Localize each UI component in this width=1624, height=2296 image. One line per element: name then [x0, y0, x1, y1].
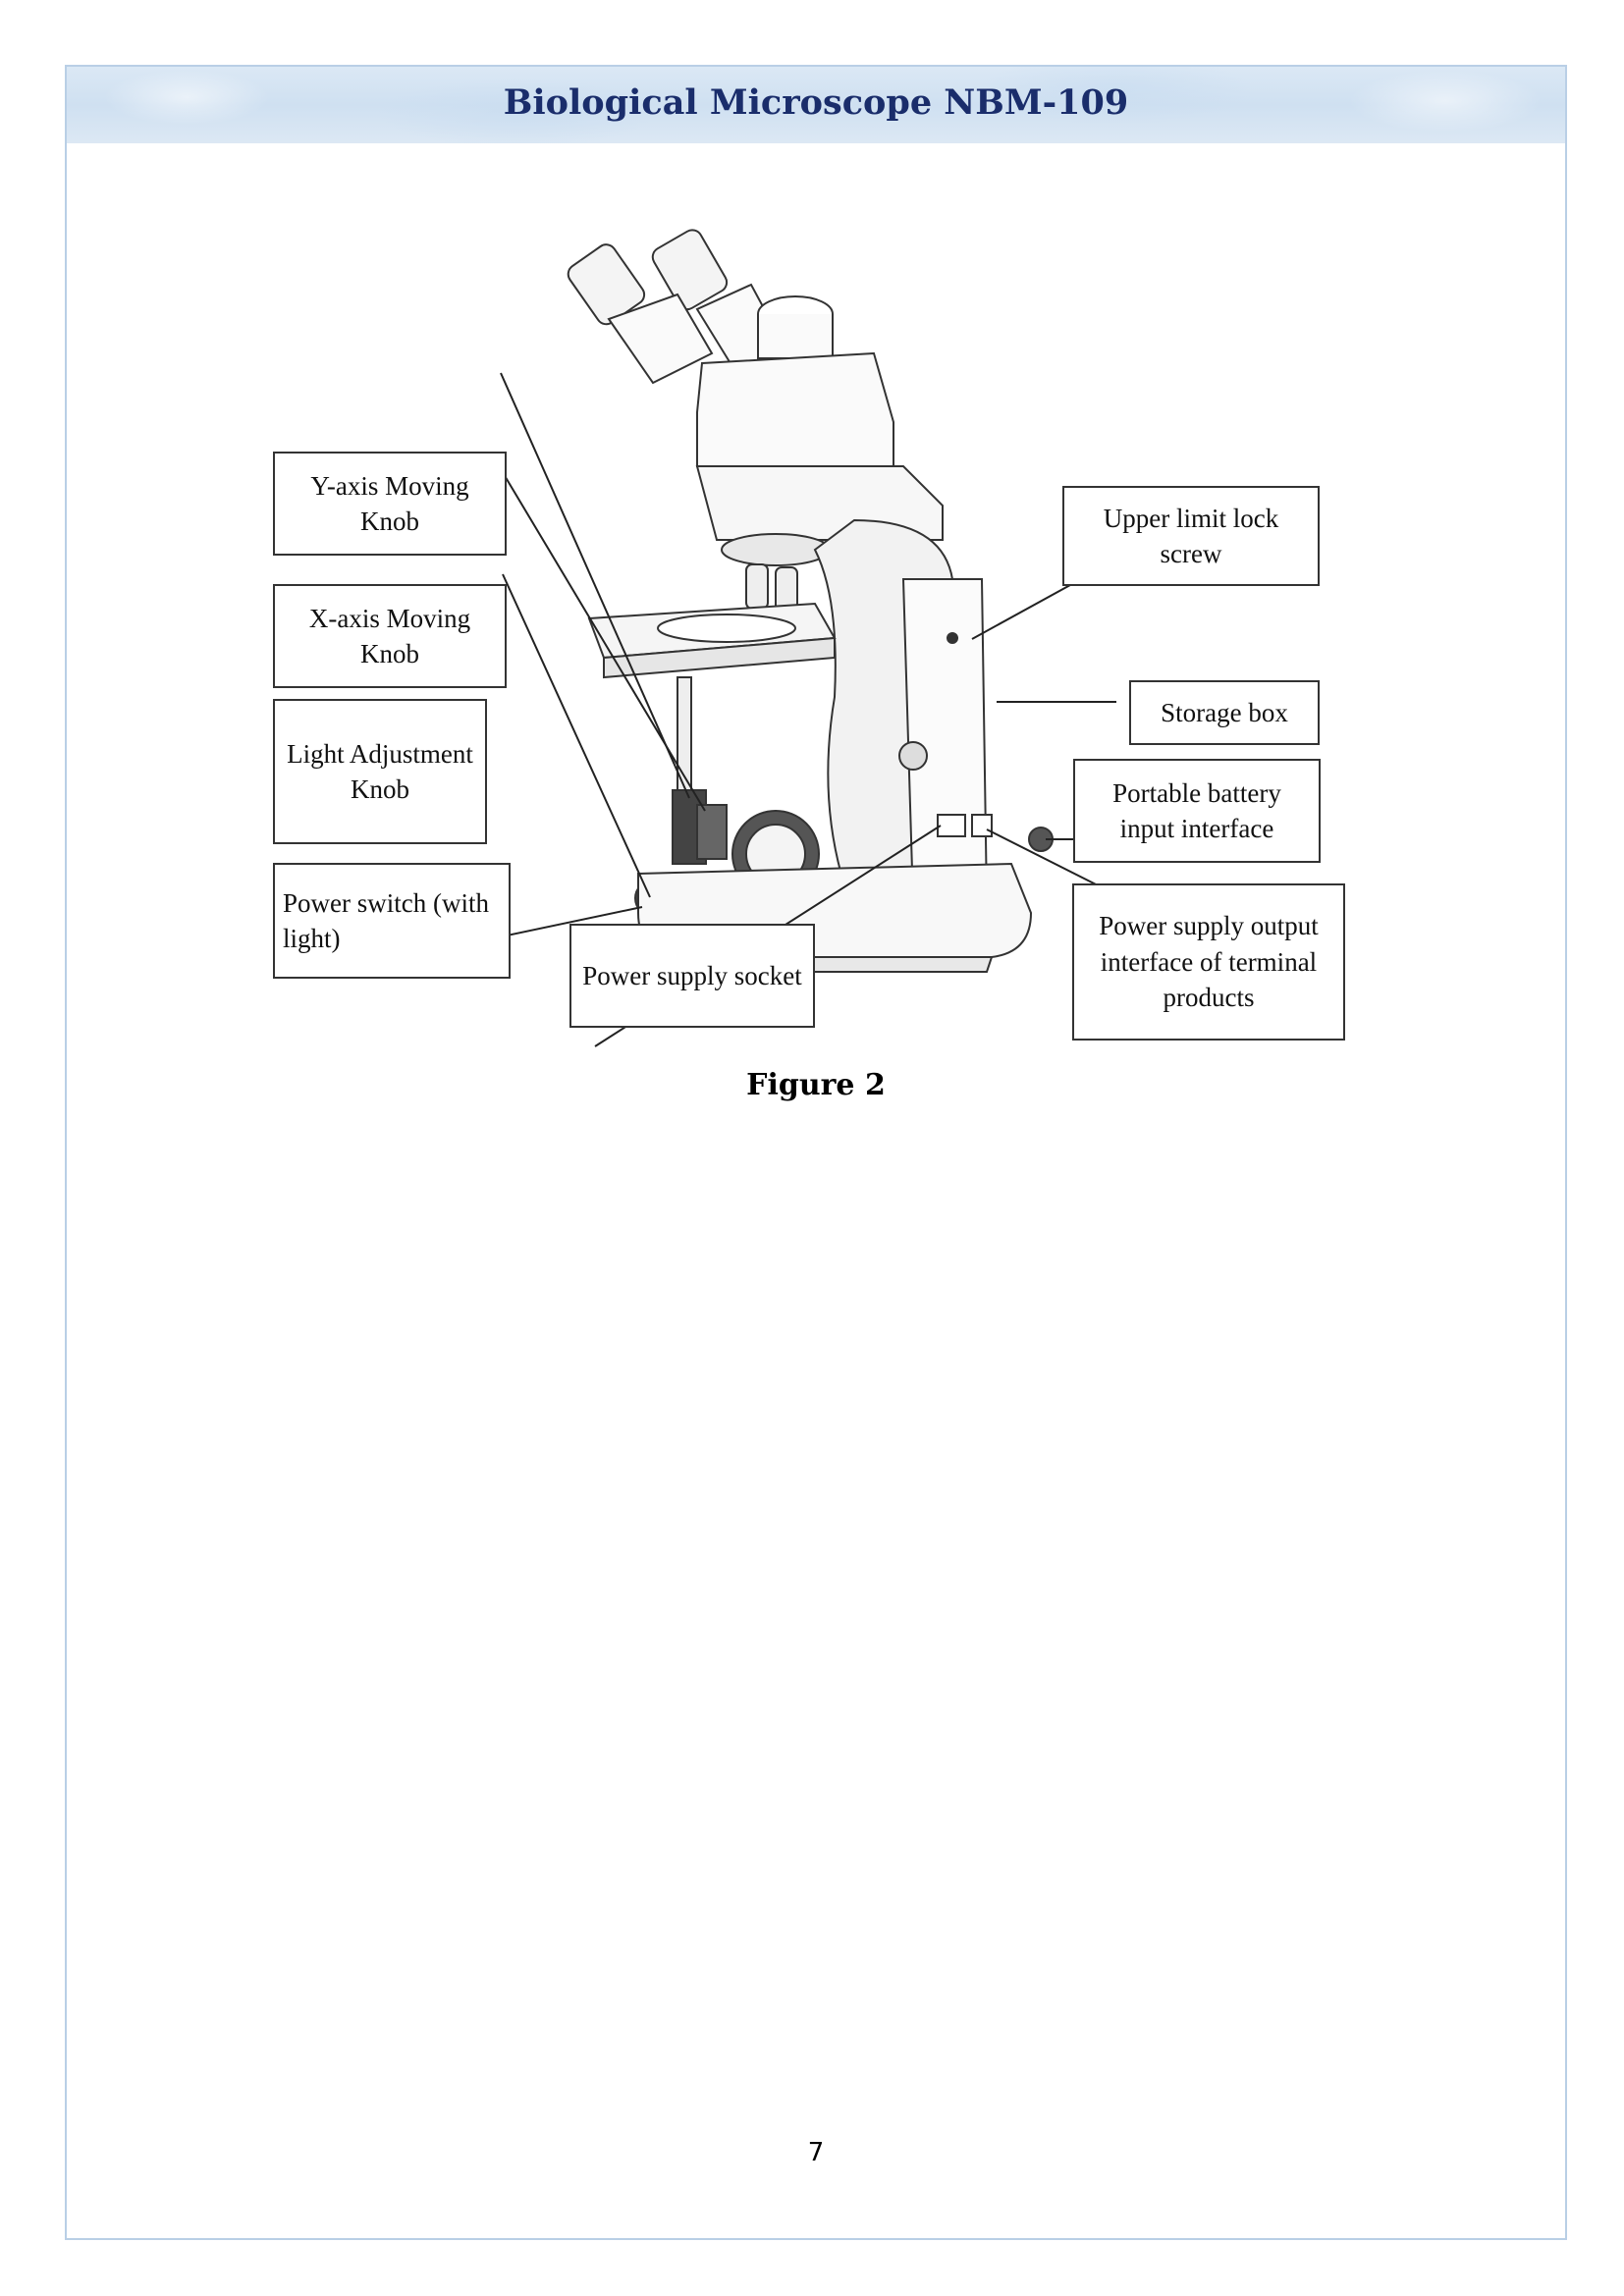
label-upper-limit-lock-screw: Upper limit lock screw [1062, 486, 1320, 586]
label-power-supply-socket: Power supply socket [569, 924, 815, 1028]
page-number: 7 [807, 2138, 825, 2167]
label-light-adjustment-knob: Light Adjustment Knob [273, 699, 487, 844]
microscope-figure [265, 226, 1355, 1050]
microscope-illustration [343, 229, 1116, 1047]
label-y-axis-knob: Y-axis Moving Knob [273, 452, 507, 556]
document-title: Biological Microscope NBM-109 [503, 82, 1129, 123]
label-storage-box: Storage box [1129, 680, 1320, 745]
label-power-switch: Power switch (with light) [273, 863, 511, 979]
eyepieces [567, 229, 834, 385]
microscope-head [696, 351, 894, 467]
header-band [67, 67, 1565, 143]
label-power-supply-output: Power supply output interface of termina… [1072, 883, 1345, 1041]
figure-caption: Figure 2 [746, 1068, 886, 1102]
label-portable-battery-input: Portable battery input interface [1073, 759, 1321, 863]
stage-knobs [672, 789, 728, 865]
label-x-axis-knob: X-axis Moving Knob [273, 584, 507, 688]
page-frame [65, 65, 1567, 2240]
